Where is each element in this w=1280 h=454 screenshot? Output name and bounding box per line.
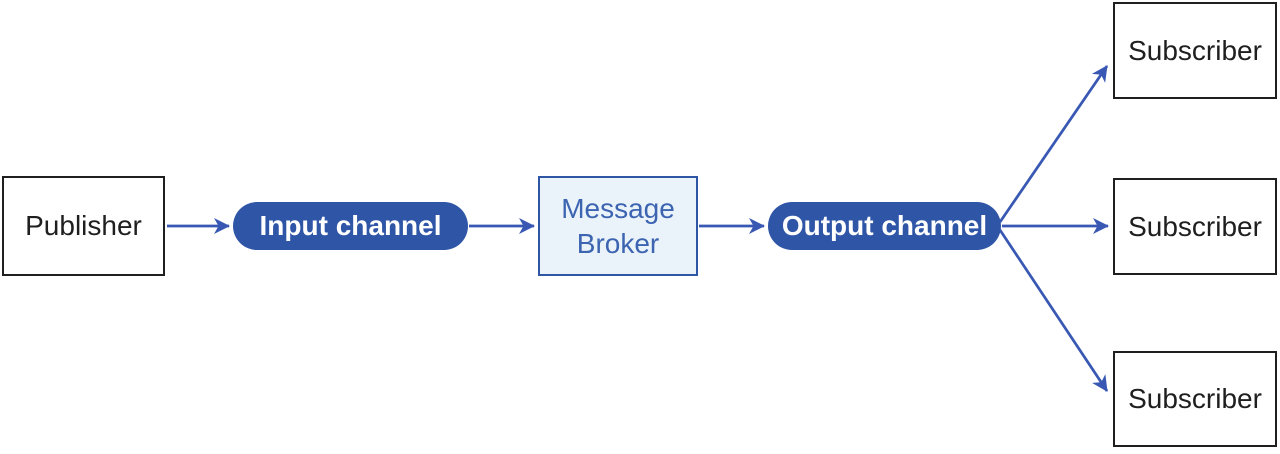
subscriber-node-bottom: Subscriber [1113, 351, 1277, 447]
input-channel-label: Input channel [259, 210, 442, 241]
subscriber-label: Subscriber [1128, 383, 1262, 414]
message-broker-node: Message Broker [538, 176, 698, 276]
subscriber-label: Subscriber [1128, 34, 1262, 66]
input-channel-node: Input channel [233, 202, 468, 250]
subscriber-node-top: Subscriber [1113, 2, 1277, 99]
subscriber-label: Subscriber [1128, 210, 1262, 242]
arrow-output-channel-to-subscriber-top [998, 65, 1109, 223]
publisher-node: Publisher [2, 176, 165, 276]
message-broker-label: Message Broker [561, 193, 675, 259]
output-channel-label: Output channel [781, 210, 988, 241]
arrow-output-channel-to-subscriber-bottom [998, 229, 1109, 392]
subscriber-node-middle: Subscriber [1113, 178, 1277, 275]
output-channel-node: Output channel [768, 202, 1001, 250]
publisher-label: Publisher [25, 210, 142, 241]
